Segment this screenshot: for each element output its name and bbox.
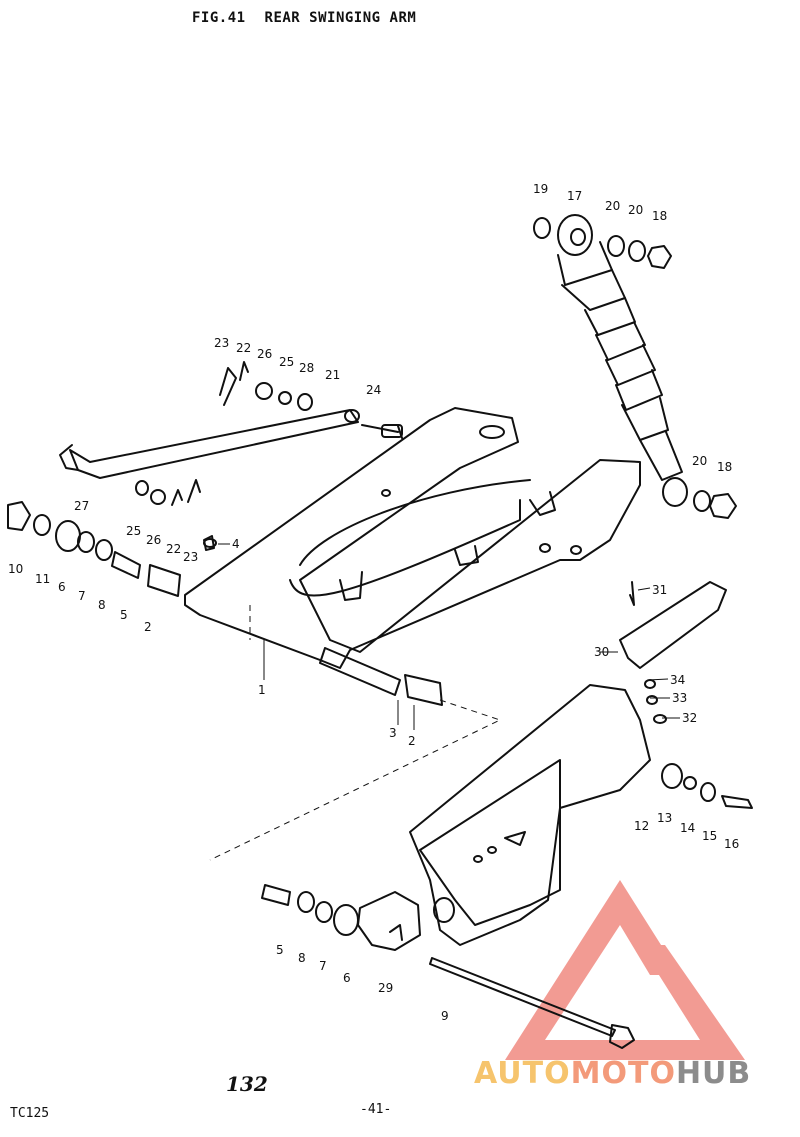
callout: 21 bbox=[325, 368, 340, 382]
callout: 26 bbox=[146, 533, 161, 547]
callout: 2 bbox=[408, 734, 416, 748]
shock-upper-hardware bbox=[533, 217, 672, 269]
callout: 24 bbox=[366, 383, 381, 397]
callout: 8 bbox=[298, 951, 306, 965]
callout: 9 bbox=[441, 1009, 449, 1023]
callout: 7 bbox=[319, 959, 327, 973]
callout: 33 bbox=[672, 691, 687, 705]
callout: 27 bbox=[74, 499, 89, 513]
callout: 17 bbox=[567, 189, 582, 203]
callout: 23 bbox=[214, 336, 229, 350]
callout: 6 bbox=[58, 580, 66, 594]
callout: 20 bbox=[628, 203, 643, 217]
callout: 4 bbox=[232, 537, 240, 551]
callout: 11 bbox=[35, 572, 50, 586]
callout: 3 bbox=[389, 726, 397, 740]
callout: 32 bbox=[682, 711, 697, 725]
watermark-logo-icon bbox=[505, 880, 745, 1060]
callout: 15 bbox=[702, 829, 717, 843]
callout: 23 bbox=[183, 550, 198, 564]
callout: 16 bbox=[724, 837, 739, 851]
callout: 10 bbox=[8, 562, 23, 576]
callout: 12 bbox=[634, 819, 649, 833]
swing-arm bbox=[184, 407, 641, 669]
watermark-part-moto: MOTO bbox=[570, 1056, 676, 1091]
callout: 18 bbox=[717, 460, 732, 474]
callout: 22 bbox=[166, 542, 181, 556]
callout: 20 bbox=[605, 199, 620, 213]
callout-labels: 19 17 20 20 18 23 22 26 25 28 21 24 20 1… bbox=[8, 182, 739, 1023]
model-code: TC125 bbox=[10, 1106, 50, 1121]
callout: 1 bbox=[258, 683, 266, 697]
callout: 5 bbox=[276, 943, 284, 957]
watermark-part-auto: AUTO bbox=[474, 1056, 571, 1091]
shock-absorber bbox=[557, 214, 688, 507]
pivot-bushing-lower bbox=[261, 884, 421, 951]
pivot-bushing-left bbox=[7, 501, 217, 597]
watermark-part-hub: HUB bbox=[675, 1056, 752, 1091]
callout: 13 bbox=[657, 811, 672, 825]
callout: 26 bbox=[257, 347, 272, 361]
callout: 2 bbox=[144, 620, 152, 634]
callout: 5 bbox=[120, 608, 128, 622]
shock-lower-hardware bbox=[693, 490, 737, 519]
callout: 20 bbox=[692, 454, 707, 468]
assembly-guide-lines bbox=[209, 605, 502, 861]
pivot-bolt bbox=[429, 957, 635, 1049]
callout: 29 bbox=[378, 981, 393, 995]
fastener-group-upper bbox=[135, 361, 313, 551]
callout: 8 bbox=[98, 598, 106, 612]
callout: 6 bbox=[343, 971, 351, 985]
figure-name: REAR SWINGING ARM bbox=[264, 10, 417, 26]
callout: 25 bbox=[279, 355, 294, 369]
figure-title: FIG.41 REAR SWINGING ARM bbox=[192, 10, 426, 26]
callout: 18 bbox=[652, 209, 667, 223]
callout: 34 bbox=[670, 673, 685, 687]
callout: 30 bbox=[594, 645, 609, 659]
callout: 25 bbox=[126, 524, 141, 538]
chain-guard bbox=[619, 581, 727, 724]
callout: 19 bbox=[533, 182, 548, 196]
torque-stay bbox=[59, 409, 403, 479]
watermark-text: AUTOMOTOHUB bbox=[474, 1056, 751, 1091]
callout: 22 bbox=[236, 341, 251, 355]
page-number: 132 bbox=[226, 1072, 268, 1096]
sheet-code: -41- bbox=[360, 1102, 392, 1117]
chain-case bbox=[409, 684, 753, 946]
callout: 31 bbox=[652, 583, 667, 597]
callout: 7 bbox=[78, 589, 86, 603]
leader-lines bbox=[218, 543, 680, 730]
figure-number: FIG.41 bbox=[192, 10, 246, 26]
callout: 14 bbox=[680, 821, 695, 835]
callout: 28 bbox=[299, 361, 314, 375]
pivot-shaft-right bbox=[319, 647, 443, 706]
